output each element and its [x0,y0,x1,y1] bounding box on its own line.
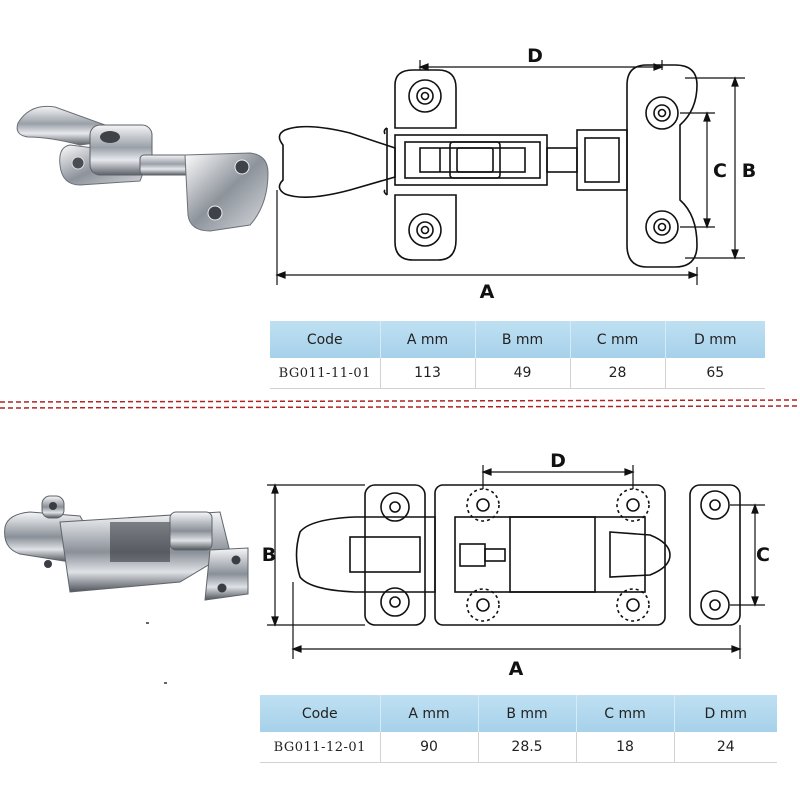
col-header-b: B mm [475,321,571,358]
lever-outline [278,125,396,198]
cell-d: 24 [674,732,777,763]
table-row: BG011-11-01 113 49 28 65 [270,358,765,389]
product-panel-1: D C B A Code A mm B mm C mm D mm BG011-1… [0,0,800,395]
spec-table-header: Code A mm B mm C mm D mm [260,695,777,732]
product-panel-2: D C B A Code A mm B mm C mm D mm BG011-1… [0,412,800,800]
cell-a: 113 [380,358,476,389]
cell-c: 18 [576,732,675,763]
dimension-label-d: D [527,45,543,67]
spec-table-2: Code A mm B mm C mm D mm BG011-12-01 90 … [260,695,777,763]
product-photo-1 [16,105,269,232]
section-divider [0,399,800,409]
dimension-label-d: D [550,450,566,472]
spec-table-header: Code A mm B mm C mm D mm [270,321,765,358]
dimension-label-b: B [742,160,756,182]
col-header-a: A mm [380,695,479,732]
col-header-c: C mm [576,695,675,732]
technical-drawing-1: D C B A [275,45,756,303]
cell-b: 28.5 [478,732,577,763]
dimension-label-a: A [480,281,495,303]
dimension-label-a: A [509,658,524,680]
cell-code: BG011-12-01 [260,732,381,763]
cell-code: BG011-11-01 [270,358,381,389]
col-header-code: Code [260,695,381,732]
technical-drawing-2: D C B A [262,450,770,680]
col-header-c: C mm [570,321,666,358]
product-photo-2 [4,495,249,601]
cell-d: 65 [665,358,765,389]
col-header-code: Code [270,321,381,358]
spec-table-1: Code A mm B mm C mm D mm BG011-11-01 113… [270,321,765,389]
dimension-label-c: C [756,544,770,566]
table-row: BG011-12-01 90 28.5 18 24 [260,732,777,763]
left-mount-plate-lower [394,194,457,261]
col-header-a: A mm [380,321,476,358]
left-mount-plate [394,69,457,129]
speck-mark [164,682,167,684]
col-header-d: D mm [674,695,777,732]
col-header-b: B mm [478,695,577,732]
cell-a: 90 [380,732,479,763]
dimension-label-b: B [262,544,276,566]
cell-c: 28 [570,358,666,389]
right-mount-plate [626,64,698,268]
speck-mark [146,622,149,624]
cell-b: 49 [475,358,571,389]
col-header-d: D mm [665,321,765,358]
dimension-label-c: C [713,160,727,182]
